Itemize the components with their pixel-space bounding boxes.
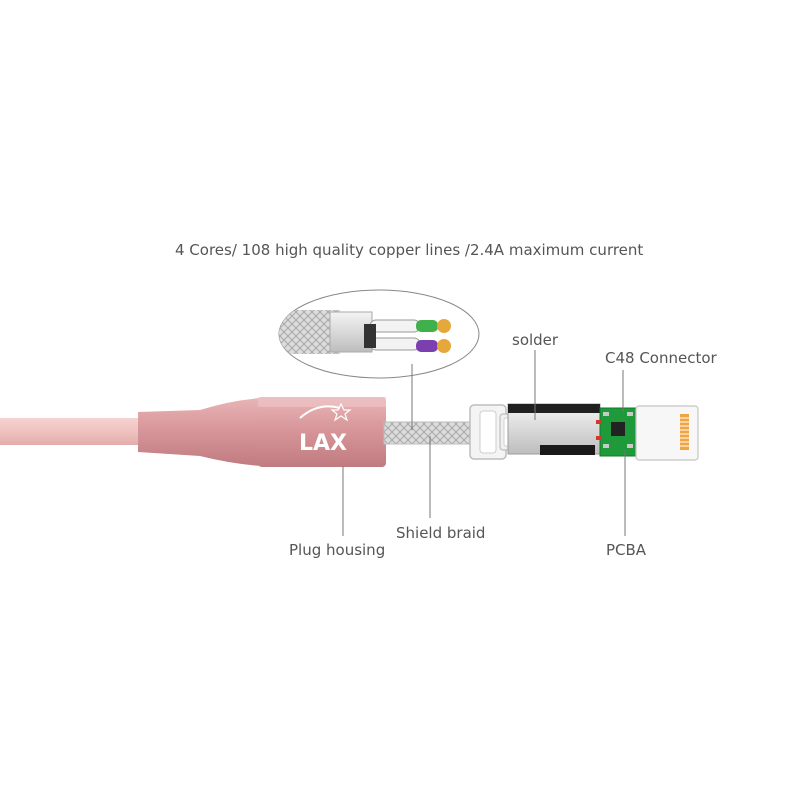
plug-housing-label: Plug housing	[289, 541, 386, 559]
cable-jacket	[0, 418, 150, 445]
shield-braid	[384, 422, 476, 444]
shield-braid-label: Shield braid	[396, 524, 486, 542]
lax-logo: LAX	[299, 402, 352, 456]
strain-relief	[138, 398, 262, 466]
c48-connector-tip	[635, 405, 699, 461]
pcba-label: PCBA	[606, 541, 647, 559]
metal-shell	[507, 403, 601, 455]
pcba-board	[596, 407, 637, 457]
leader-lines	[342, 350, 626, 536]
solder-label: solder	[512, 331, 559, 349]
c48-connector-label: C48 Connector	[605, 349, 717, 367]
cross-section-callout	[278, 289, 480, 379]
logo-text: LAX	[299, 431, 347, 456]
plug-housing	[258, 397, 386, 467]
headline-caption: 4 Cores/ 108 high quality copper lines /…	[175, 241, 644, 259]
